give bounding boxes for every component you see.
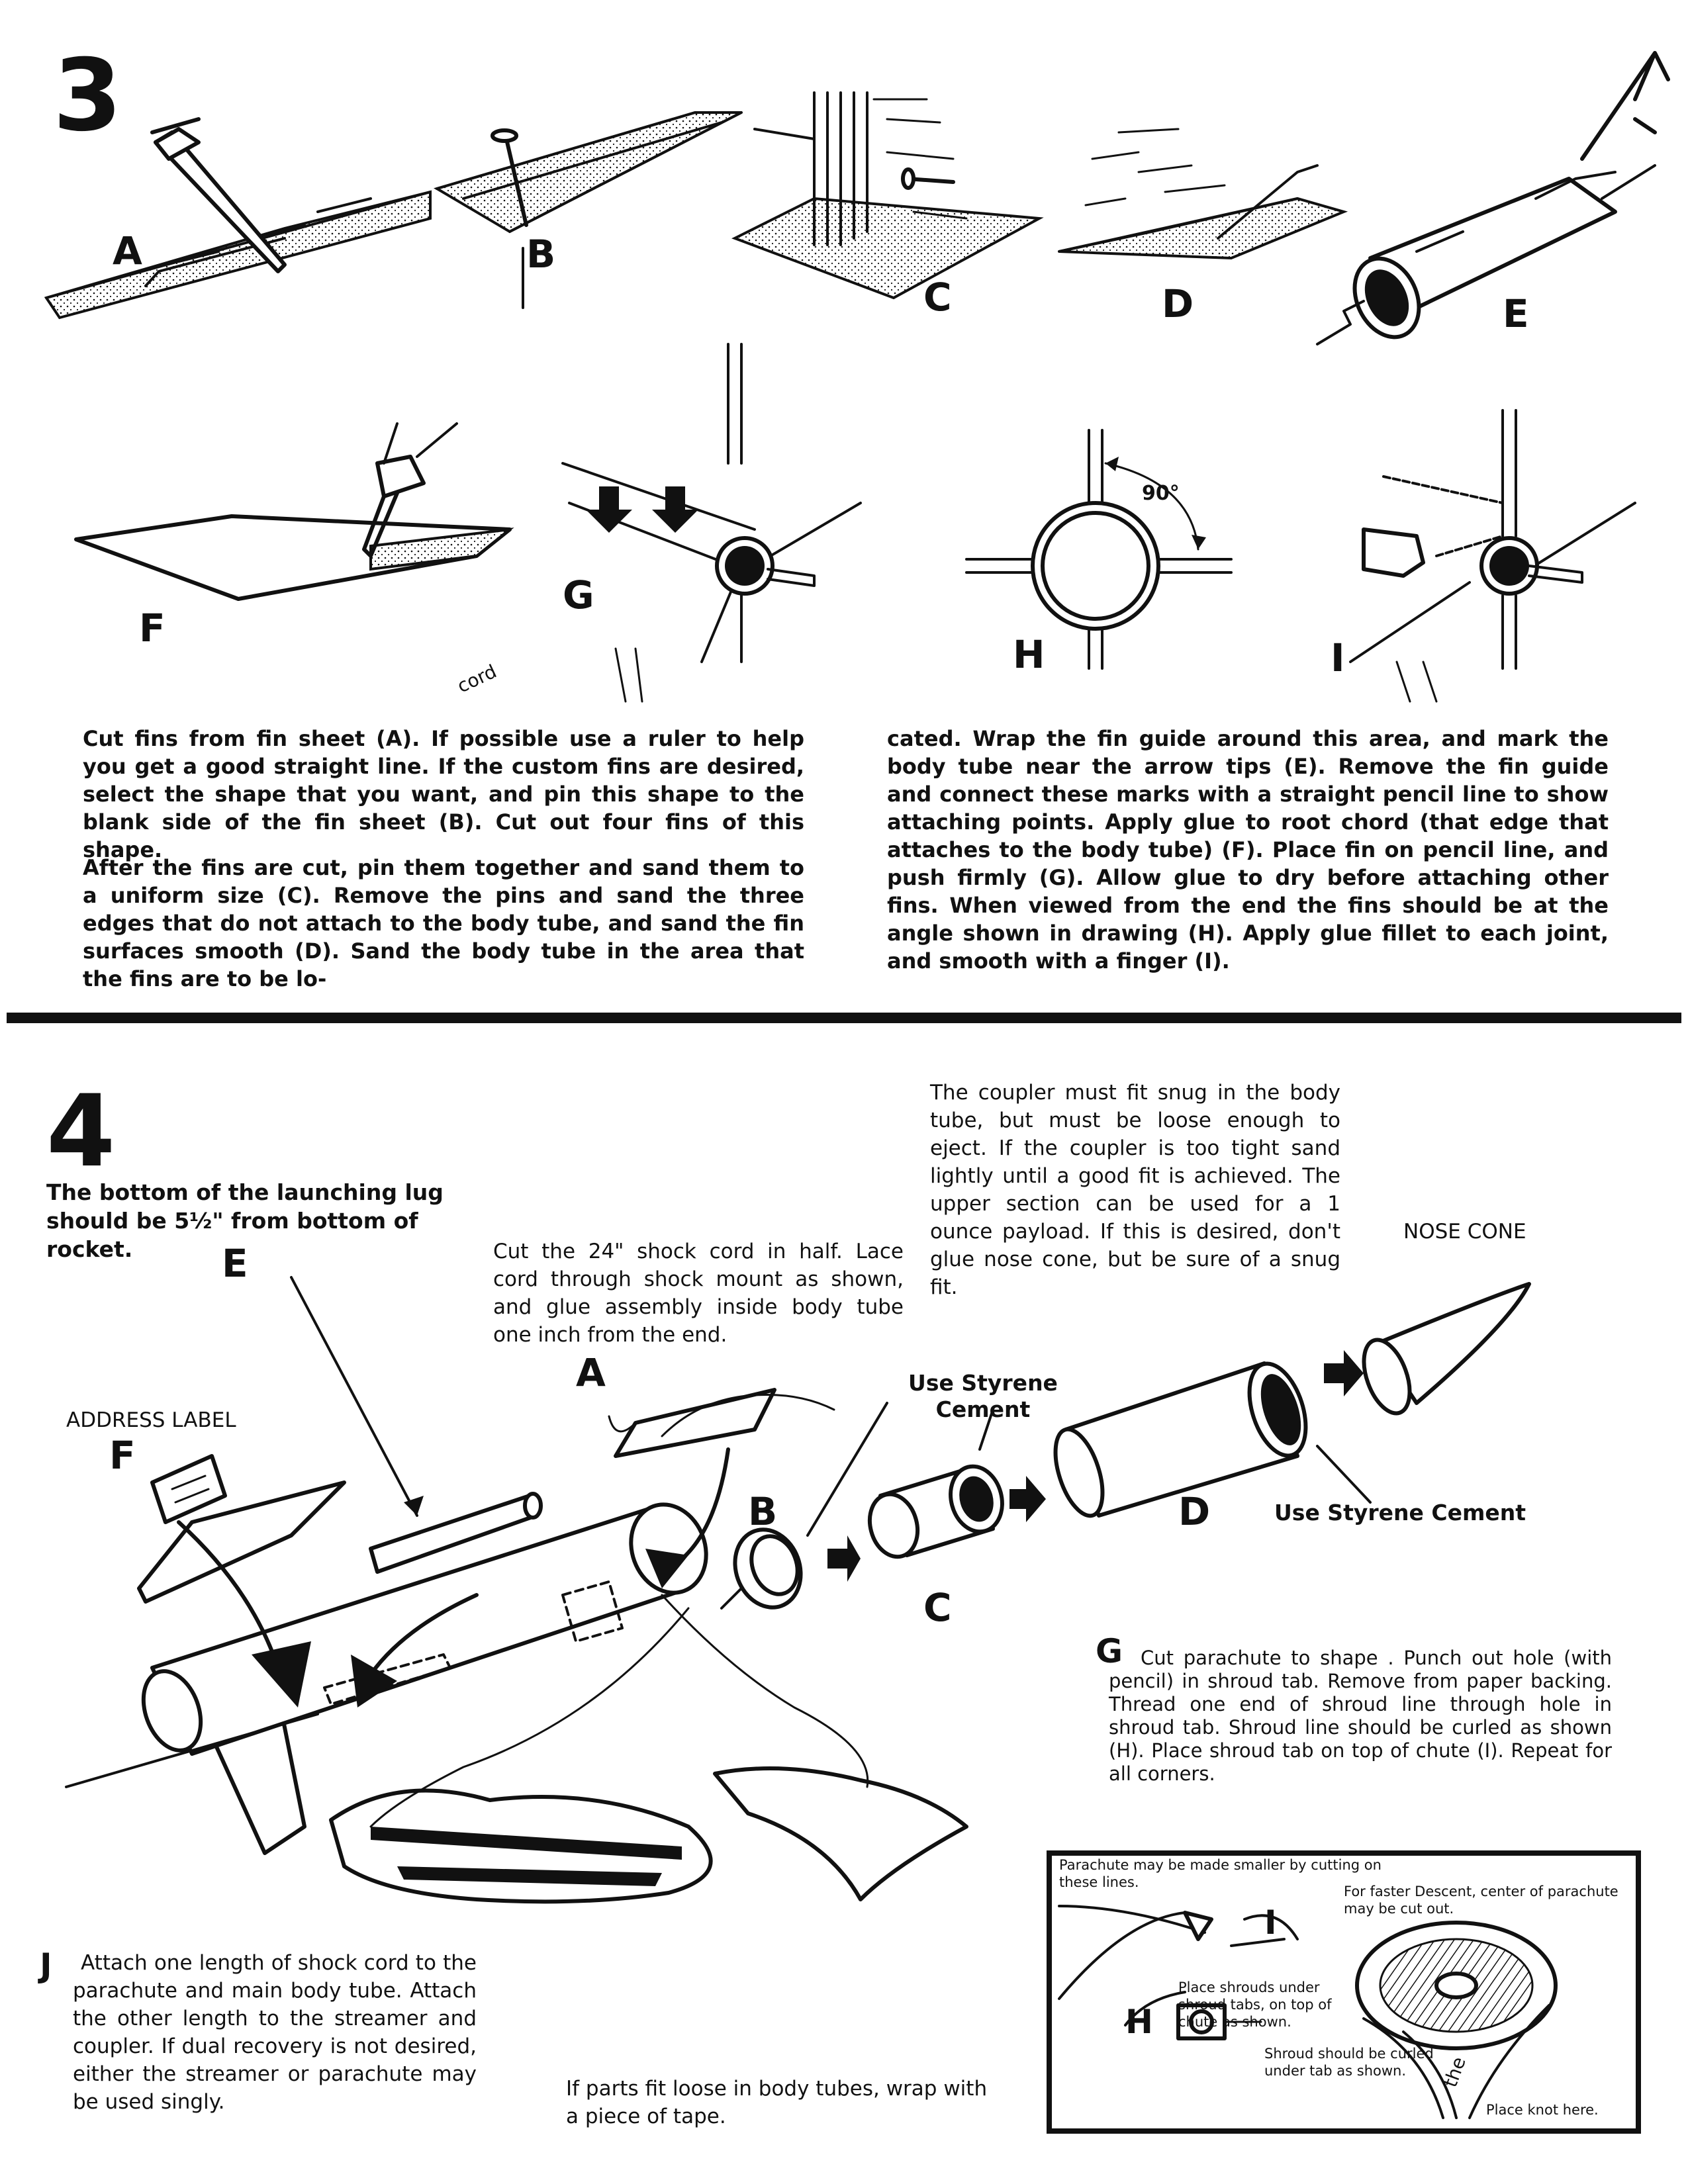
step3-paragraph-left-2: After the fins are cut, pin them togethe…: [83, 855, 804, 991]
tape-note: If parts fit loose in body tubes, wrap w…: [566, 2077, 988, 2128]
shock-cord-note: Cut the 24" shock cord in half. Lace cor…: [493, 1240, 904, 1347]
figure-c-stacked-fins: [731, 91, 1044, 300]
step3-paragraph-left-1: Cut fins from fin sheet (A). If possible…: [83, 726, 804, 862]
figure-e-fin-guide-tube: [1316, 51, 1670, 345]
parachute-note: Cut parachute to shape . Punch out hole …: [1109, 1647, 1612, 1785]
angle-90-label: 90°: [1142, 482, 1180, 505]
nose-cone: [1362, 1282, 1531, 1416]
styrene-cement-label-2: Use Styrene Cement: [1274, 1500, 1526, 1525]
styrene-cement-label-1: Use Styrene Cement: [908, 1370, 1058, 1422]
coupler-c: [867, 1408, 1046, 1559]
figure-label-a: A: [113, 228, 142, 273]
figure-label-h: H: [1013, 632, 1045, 677]
nose-cone-label: NOSE CONE: [1403, 1220, 1526, 1244]
step4-label-f: F: [109, 1433, 136, 1478]
inset-shroud-place-note: Place shrouds under shroud tabs, on top …: [1178, 1979, 1332, 2030]
figure-label-e: E: [1503, 291, 1529, 336]
launch-lug-note: The bottom of the launching lug should b…: [46, 1179, 444, 1262]
launch-lug: [290, 1276, 543, 1574]
figure-d-sanding-fin: [1058, 128, 1348, 260]
step4-label-e: E: [222, 1241, 248, 1286]
step4-label-d: D: [1178, 1489, 1211, 1534]
step3-paragraph-right: cated. Wrap the fin guide around this ar…: [887, 726, 1609, 974]
step4-label-b: B: [748, 1489, 778, 1534]
assembly-arrows: [177, 1447, 730, 1707]
figure-f-glue-fin: [74, 422, 514, 601]
coupler-ring-b: [720, 1402, 888, 1610]
inset-label-h: H: [1125, 2003, 1153, 2041]
section-divider: [7, 1013, 1681, 1023]
step4-label-j: J: [40, 1946, 52, 1985]
figure-label-f: F: [139, 606, 165, 651]
inset-knot-note: Place knot here.: [1486, 2102, 1599, 2118]
inset-figures: [1058, 1905, 1558, 2119]
coupler-note: The coupler must fit snug in the body tu…: [930, 1081, 1340, 1299]
inset-descent-note: For faster Descent, center of parachute …: [1344, 1884, 1618, 1917]
inset-shroud-curl-note: Shroud should be curled under tab as sho…: [1264, 2046, 1434, 2079]
upper-body-tube-d: [1053, 1350, 1372, 1518]
step4-label-a: A: [576, 1350, 606, 1395]
figure-a-knife-cutting: [44, 117, 432, 320]
figure-label-d: D: [1162, 281, 1194, 326]
inset-label-i: I: [1264, 1903, 1277, 1942]
inset-smaller-note: Parachute may be made smaller by cutting…: [1059, 1857, 1382, 1890]
figure-i-glue-fillet: [1349, 409, 1636, 703]
step4-label-g: G: [1096, 1632, 1123, 1670]
shock-mount: [608, 1388, 835, 1458]
figure-b-pin-fin-sheet: [434, 111, 743, 309]
figure-h-end-view: [965, 429, 1233, 670]
step-4-number: 4: [46, 1074, 116, 1189]
step-3-number: 3: [53, 38, 122, 154]
figure-g-place-fin: [561, 343, 862, 703]
shock-cord-attach-note: Attach one length of shock cord to the p…: [73, 1951, 477, 2114]
figure-label-g: G: [563, 572, 594, 617]
address-label-sticker: [150, 1454, 227, 1524]
recovery-parachute: [329, 1594, 968, 1904]
figure-label-i: I: [1331, 635, 1345, 680]
figure-label-b: B: [526, 232, 556, 277]
step4-label-c: C: [923, 1585, 952, 1630]
figure-label-c: C: [923, 275, 952, 320]
address-label-caption: ADDRESS LABEL: [66, 1408, 236, 1432]
